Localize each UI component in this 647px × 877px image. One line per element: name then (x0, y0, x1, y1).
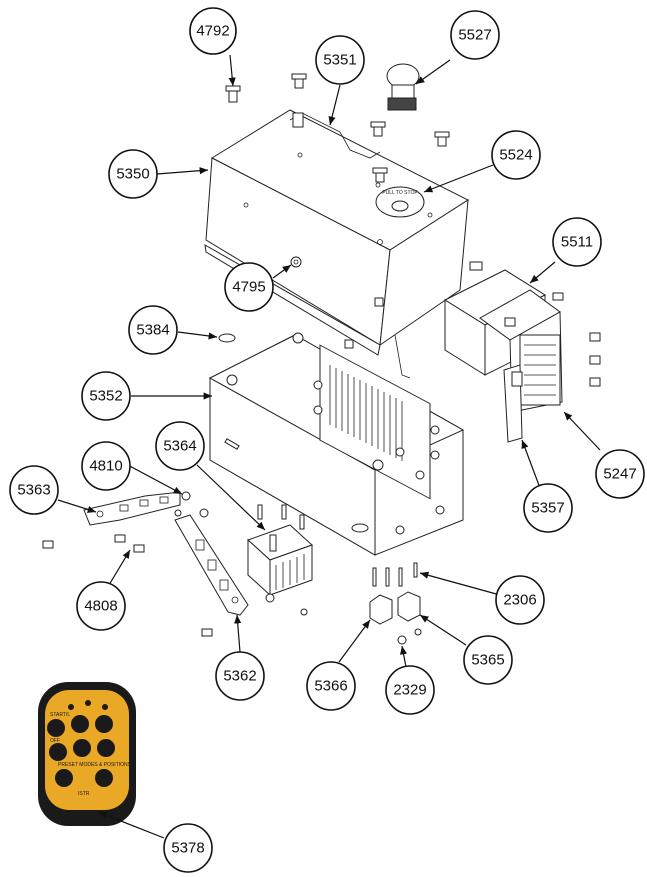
pendant-module-5362 (174, 514, 249, 616)
remote-brand: ISTR (78, 791, 90, 797)
callout-5357: 5357 (523, 483, 573, 533)
svg-text:5527: 5527 (458, 27, 491, 44)
svg-text:5524: 5524 (499, 147, 532, 164)
svg-text:4795: 4795 (232, 279, 265, 296)
svg-text:2306: 2306 (503, 592, 536, 609)
remote-label-modes: PRESET MODES & POSITIONS (58, 762, 132, 768)
cable-clamps (369, 562, 422, 645)
svg-text:2329: 2329 (393, 682, 426, 699)
callout-5362: 5362 (215, 651, 265, 701)
callout-5351: 5351 (315, 35, 365, 85)
callout-5352: 5352 (81, 371, 131, 421)
base-enclosure (208, 332, 465, 556)
callout-5365: 5365 (463, 635, 513, 685)
callout-5527: 5527 (450, 10, 500, 60)
callout-5247: 5247 (595, 449, 645, 499)
leader-lines (57, 54, 601, 839)
callout-5366: 5366 (306, 661, 356, 711)
callout-5364: 5364 (155, 421, 205, 471)
estop-label-text: PULL TO STOP (382, 190, 418, 196)
svg-text:5366: 5366 (314, 678, 347, 695)
svg-text:4792: 4792 (196, 23, 229, 40)
top-cover (204, 109, 470, 379)
callout-5524: 5524 (491, 130, 541, 180)
callout-5511: 5511 (552, 217, 602, 267)
callout-5350: 5350 (108, 149, 158, 199)
callout-2329: 2329 (385, 665, 435, 715)
remote-label-off: OFF (50, 738, 60, 744)
svg-text:5362: 5362 (223, 668, 256, 685)
svg-text:5351: 5351 (323, 52, 356, 69)
callout-4810: 4810 (81, 441, 131, 491)
screws-top (225, 73, 450, 183)
callout-5363: 5363 (9, 465, 59, 515)
callout-5384: 5384 (128, 305, 178, 355)
svg-text:5363: 5363 (17, 482, 50, 499)
svg-text:5357: 5357 (531, 500, 564, 517)
contactor-assembly (443, 261, 601, 413)
remote-label-start: START/L (50, 712, 70, 718)
callout-5378: 5378 (163, 823, 213, 873)
washer-4795 (290, 256, 302, 268)
callout-2306: 2306 (495, 575, 545, 625)
estop-button (386, 63, 420, 111)
svg-text:5511: 5511 (561, 234, 593, 251)
callout-4792: 4792 (189, 7, 237, 55)
svg-text:5350: 5350 (116, 166, 149, 183)
callout-4808: 4808 (76, 581, 126, 631)
remote-control: START/L OFF PRESET MODES & POSITIONS IST… (38, 682, 136, 826)
svg-text:5365: 5365 (471, 652, 504, 669)
svg-text:5364: 5364 (163, 438, 196, 455)
relay-module-5364 (247, 524, 313, 597)
svg-text:5378: 5378 (171, 840, 204, 857)
pendant-module-5363 (83, 491, 181, 526)
svg-text:5247: 5247 (603, 466, 636, 483)
bracket-5357 (503, 364, 523, 443)
callout-4795: 4795 (224, 262, 274, 312)
svg-text:5352: 5352 (89, 388, 122, 405)
estop-label: PULL TO STOP (375, 186, 425, 218)
svg-text:4810: 4810 (89, 458, 122, 475)
washer-5384 (218, 333, 236, 343)
small-hardware (42, 297, 384, 637)
svg-text:4808: 4808 (84, 598, 117, 615)
svg-text:5384: 5384 (136, 322, 169, 339)
